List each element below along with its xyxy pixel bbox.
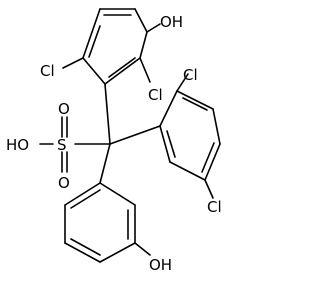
- atom-hydroxyl-bottom: OH: [149, 256, 172, 274]
- bond-to-hydroxyl-bottom: [134, 242, 151, 256]
- atom-chloro-top: Cl: [148, 86, 163, 104]
- atom-hydroxyl-top: OH: [160, 13, 183, 31]
- bond-to-chloro-right-top: [176, 73, 189, 92]
- atom-oxygen-top: O: [58, 100, 70, 118]
- atom-chloro-left: Cl: [40, 62, 55, 80]
- lower-phenyl-ring: [64, 182, 136, 263]
- structure-drawing: OH Cl Cl Cl Cl HO S O O OH: [6, 8, 222, 274]
- bond-central-to-lower-ring: [99, 143, 111, 184]
- atom-sulfur: S: [57, 136, 67, 154]
- atom-chloro-right-top: Cl: [183, 66, 198, 84]
- molecule-canvas: OH Cl Cl Cl Cl HO S O O OH: [6, 8, 222, 274]
- bond-to-chloro-left: [62, 57, 84, 69]
- bond-central-to-right-ring: [109, 125, 161, 145]
- right-phenyl-ring: [159, 90, 221, 181]
- atom-chloro-right-bottom: Cl: [207, 198, 222, 216]
- atom-oxygen-bottom: O: [58, 174, 70, 192]
- bond-to-chloro-top: [139, 57, 151, 83]
- bond-ring-to-central: [104, 83, 111, 145]
- bond-to-hydroxyl-top: [146, 23, 161, 33]
- upper-phenyl-ring: [82, 8, 148, 85]
- atom-sulfonic-oh: HO: [6, 136, 29, 154]
- bond-to-chloro-right-bottom: [204, 179, 214, 199]
